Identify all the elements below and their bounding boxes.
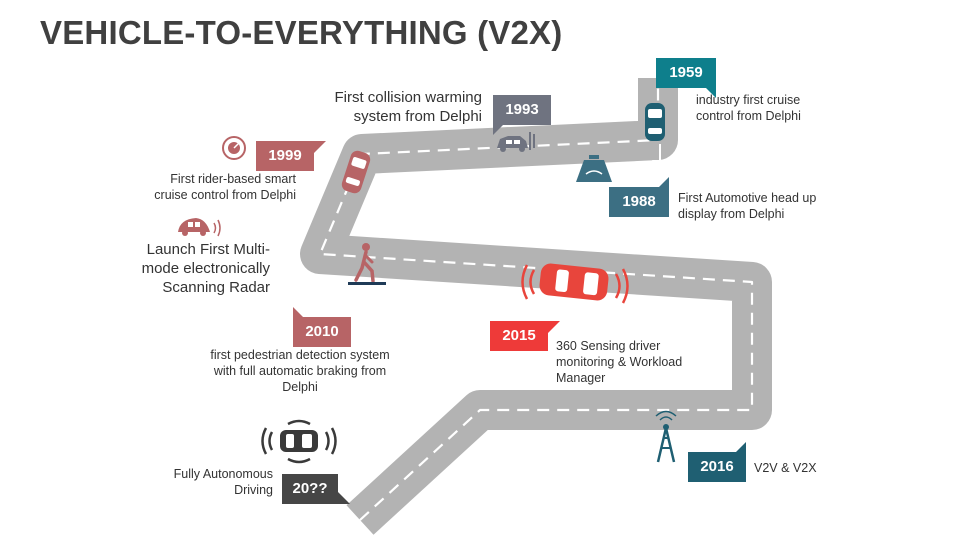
windshield-hud-icon	[576, 155, 612, 182]
milestone-2016-year: 2016	[700, 458, 734, 475]
car-topview-icon	[645, 103, 665, 141]
autonomous-car-icon	[261, 419, 337, 464]
rose-car-icon	[341, 150, 371, 194]
red-car-sensing-icon	[521, 263, 629, 304]
milestone-1999-text: First rider-based smart cruise control f…	[154, 172, 296, 202]
milestone-2010-badge: 2010	[293, 307, 351, 347]
milestone-2010-text: first pedestrian detection system with f…	[210, 348, 390, 394]
milestone-1959-badge: 1959	[656, 58, 716, 98]
milestone-2016-badge: 2016	[688, 442, 746, 482]
milestone-1988-badge: 1988	[609, 177, 669, 217]
page-title: VEHICLE-TO-EVERYTHING (V2X)	[40, 14, 563, 51]
milestone-2016-text: V2V & V2X	[754, 461, 817, 475]
milestone-1999-year: 1999	[268, 147, 302, 164]
antenna-tower-icon	[655, 410, 677, 463]
milestone-1993-text: First collision warming system from Delp…	[334, 89, 482, 125]
radar-launch-text: Launch First Multi-mode electronically S…	[141, 241, 270, 296]
milestone-2015-badge: 2015	[490, 321, 560, 351]
milestone-1988-year: 1988	[622, 193, 656, 210]
milestone-20xx-text: Fully Autonomous Driving	[173, 467, 273, 497]
milestone-1999-badge: 1999	[256, 141, 326, 171]
milestone-2015-year: 2015	[502, 327, 536, 344]
milestone-2015-text: 360 Sensing driver monitoring & Workload…	[556, 339, 683, 385]
milestone-1959-text: industry first cruise control from Delph…	[696, 93, 801, 123]
milestone-1993-badge: 1993	[493, 95, 551, 135]
down-arrow-icon	[652, 144, 668, 171]
pedestrian-icon	[348, 243, 386, 285]
beetle-radar-icon	[178, 218, 221, 237]
road-lane-marking	[318, 78, 754, 521]
milestone-1988-text: First Automotive head up display from De…	[678, 191, 817, 221]
milestone-1993-year: 1993	[505, 101, 539, 118]
milestone-1959-year: 1959	[669, 64, 703, 81]
speedometer-icon	[222, 136, 246, 160]
milestone-20xx-year: 20??	[292, 480, 328, 497]
milestone-2010-year: 2010	[305, 323, 339, 340]
car-radar-icon	[497, 132, 535, 152]
milestone-20xx-badge: 20??	[282, 474, 350, 504]
